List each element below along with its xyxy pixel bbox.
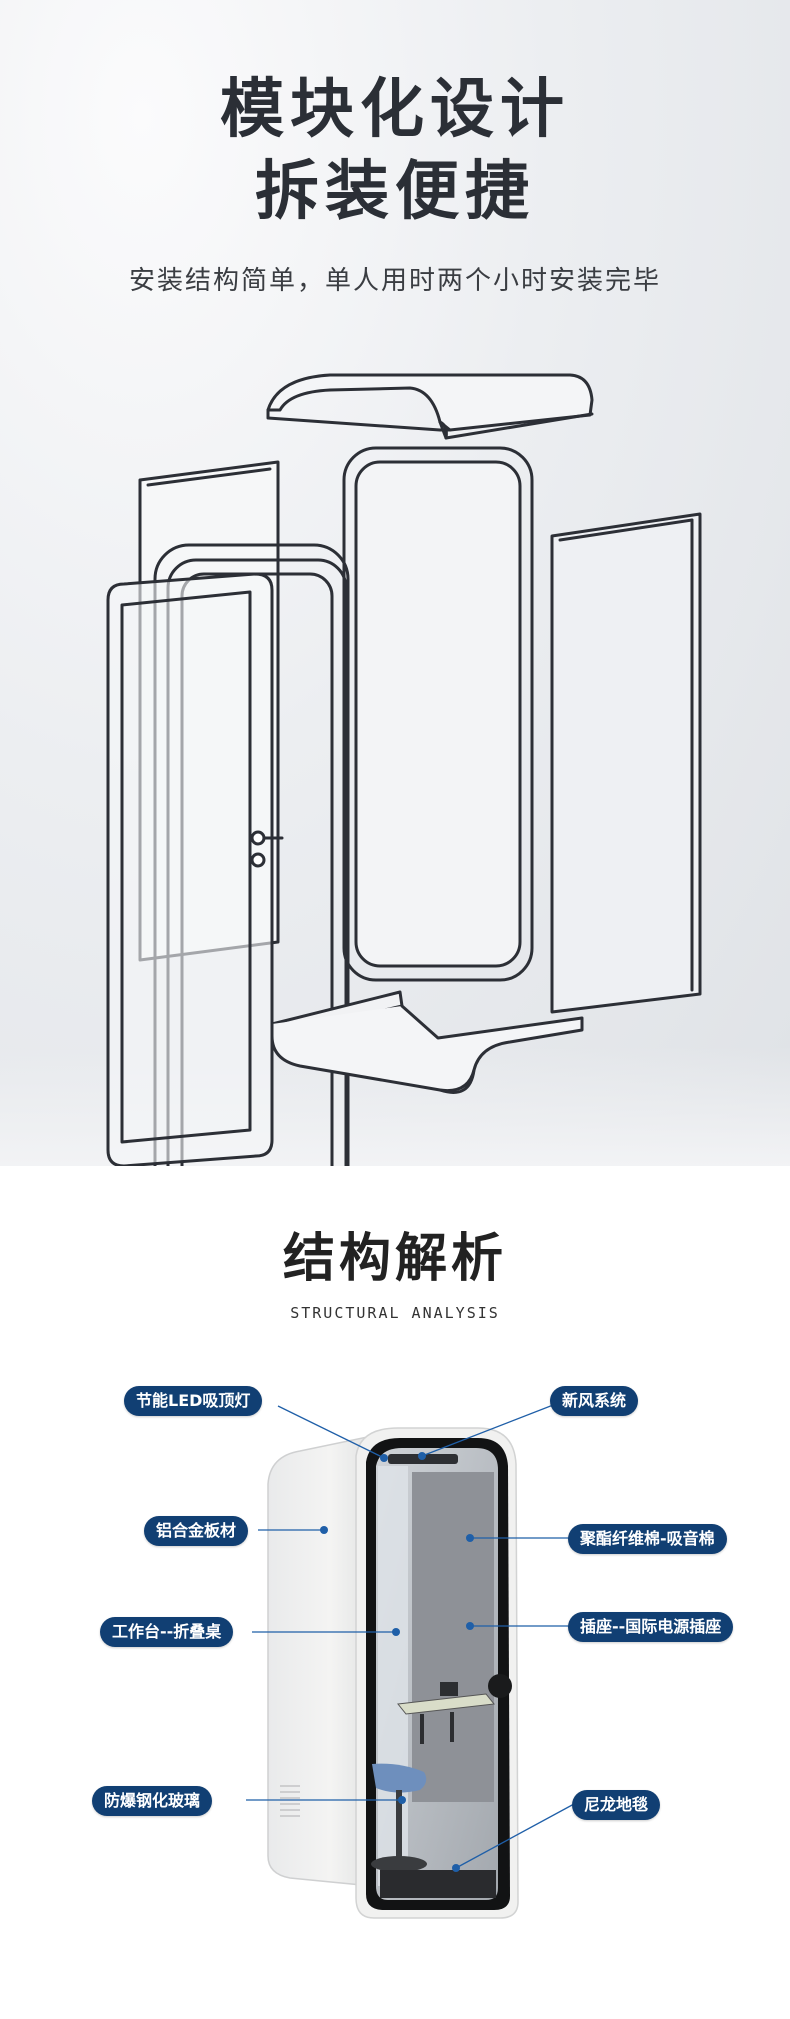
hero-subtitle: 安装结构简单，单人用时两个小时安装完毕: [128, 266, 661, 296]
hero-title-line2: 拆装便捷: [255, 155, 535, 229]
label-aluminum-panel: 铝合金板材: [144, 1516, 249, 1546]
label-nylon-carpet: 尼龙地毯: [572, 1790, 661, 1820]
label-power-socket: 插座--国际电源插座: [568, 1612, 734, 1642]
folding-desk: [397, 1693, 495, 1715]
label-tempered-glass: 防爆钢化玻璃: [92, 1786, 213, 1816]
phone-booth-illustration: [246, 1399, 575, 1919]
door-handle-icon: [488, 1674, 512, 1698]
leader-dots: [320, 1452, 474, 1872]
structure-title: 结构解析: [282, 1229, 507, 1289]
right-side-panel: [550, 512, 702, 1014]
modular-design-section: 模块化设计 拆装便捷 安装结构简单，单人用时两个小时安装完毕: [0, 0, 790, 1166]
roof-panel: [266, 373, 594, 440]
vent-slots: [280, 1785, 300, 1817]
exploded-booth-diagram: [106, 373, 702, 1166]
structural-analysis-section: 结构解析 STRUCTURAL ANALYSIS: [0, 1166, 790, 2019]
label-acoustic-cotton: 聚酯纤维棉-吸音棉: [568, 1524, 727, 1554]
structure-subtitle: STRUCTURAL ANALYSIS: [290, 1304, 500, 1322]
hero-title-line1: 模块化设计: [220, 73, 570, 147]
back-frame: [342, 446, 534, 982]
label-workbench: 工作台--折叠桌: [100, 1617, 234, 1647]
floor-base: [270, 990, 584, 1094]
carpet: [380, 1870, 496, 1898]
door: [106, 572, 284, 1166]
leader-lines: [246, 1399, 575, 1869]
glass-panel: [378, 1466, 408, 1886]
label-fresh-air: 新风系统: [550, 1386, 639, 1416]
acoustic-wall: [412, 1472, 494, 1802]
stool: [372, 1763, 427, 1793]
label-led-light: 节能LED吸顶灯: [124, 1386, 263, 1416]
